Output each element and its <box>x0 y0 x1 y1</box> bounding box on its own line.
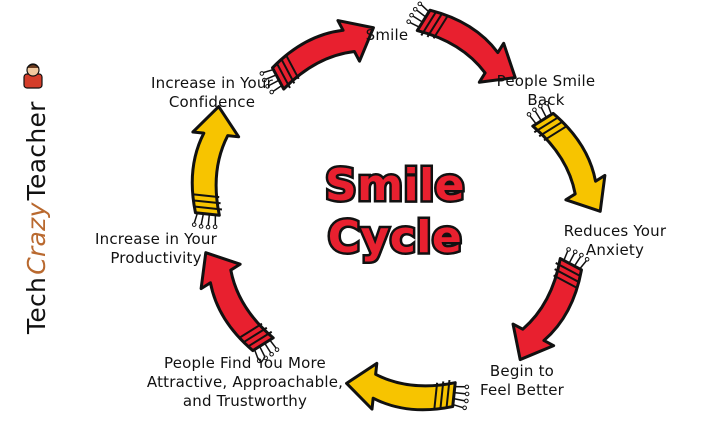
title-line-2: Cycle <box>325 210 464 266</box>
step-feel-better-line-2: Feel Better <box>479 381 565 399</box>
step-reduces-anxiety-line-2: Anxiety <box>585 241 645 259</box>
step-productivity-line-1: Increase in Your <box>95 230 217 248</box>
watermark-teacher: Teacher <box>22 101 51 201</box>
step-reduces-anxiety: Reduces Your Anxiety <box>558 222 672 260</box>
step-confidence: Increase in Your Confidence <box>144 74 280 112</box>
arrow-people-smile-back-to-anxiety <box>514 93 622 226</box>
step-productivity: Increase in Your Productivity <box>90 230 222 268</box>
step-attractive-line-1: People Find You More <box>164 354 326 372</box>
watermark-crazy: Crazy <box>22 202 51 275</box>
step-people-smile-back-line-1: People Smile <box>496 72 596 90</box>
arrow-feel-better-to-attractive <box>342 358 473 421</box>
step-people-smile-back-line-2: Back <box>527 91 565 109</box>
step-feel-better-line-1: Begin to <box>489 362 555 380</box>
title-line-1: Smile <box>322 158 467 214</box>
diagram-title: Smile Cycle <box>300 158 490 266</box>
watermark-tech: Tech <box>22 276 51 334</box>
tech-crazy-teacher-watermark: TechCrazyTeacher <box>22 101 52 334</box>
step-feel-better: Begin to Feel Better <box>472 362 572 400</box>
step-smile: Smile <box>362 26 412 45</box>
step-smile-line-1: Smile <box>365 26 409 44</box>
teacher-mascot-icon <box>23 63 43 89</box>
arrow-productivity-to-confidence <box>181 102 244 233</box>
step-attractive-line-2: Attractive, Approachable, <box>146 373 344 391</box>
step-confidence-line-2: Confidence <box>168 93 256 111</box>
step-attractive: People Find You More Attractive, Approac… <box>140 354 350 411</box>
step-attractive-line-3: and Trustworthy <box>182 392 308 410</box>
step-reduces-anxiety-line-1: Reduces Your <box>563 222 667 240</box>
step-confidence-line-1: Increase in Your <box>151 74 273 92</box>
step-people-smile-back: People Smile Back <box>488 72 604 110</box>
step-productivity-line-2: Productivity <box>110 249 202 267</box>
